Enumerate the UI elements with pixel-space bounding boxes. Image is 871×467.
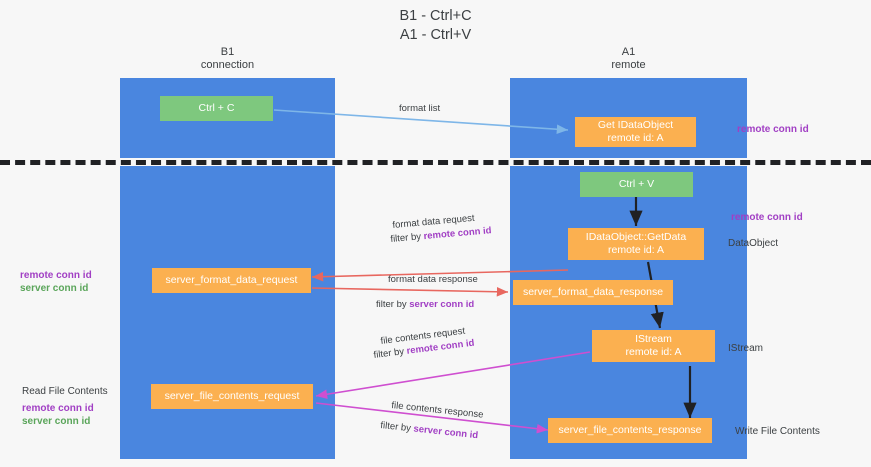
arrow-format-data-response bbox=[311, 286, 509, 297]
node-istream-line1: IStream bbox=[635, 333, 672, 345]
node-server-file-contents-response[interactable]: server_file_contents_response bbox=[548, 418, 712, 443]
lane-a1-bottom bbox=[510, 166, 747, 459]
node-ctrl-v-label: Ctrl + V bbox=[618, 178, 655, 190]
title-line-1: B1 - Ctrl+C bbox=[399, 8, 472, 24]
node-get-idataobject-line1: Get IDataObject bbox=[597, 119, 674, 131]
node-getdata-line1: IDataObject::GetData bbox=[585, 231, 687, 243]
node-server-file-contents-request-label: server_file_contents_request bbox=[164, 390, 300, 402]
node-server-format-data-request[interactable]: server_format_data_request bbox=[152, 268, 311, 293]
column-a1-name: A1 bbox=[621, 46, 636, 58]
filter-prefix-4: filter by bbox=[379, 420, 415, 435]
node-ctrl-v[interactable]: Ctrl + V bbox=[580, 172, 693, 197]
filter-prefix-3: filter by bbox=[373, 345, 408, 361]
annotation-left-remote-conn-id-2: remote conn id bbox=[22, 403, 94, 414]
filter-prefix-2: filter by bbox=[376, 299, 410, 310]
annotation-remote-conn-id-top: remote conn id bbox=[737, 124, 809, 135]
node-server-format-data-request-label: server_format_data_request bbox=[165, 274, 298, 286]
node-get-idataobject[interactable]: Get IDataObject remote id: A bbox=[575, 117, 696, 147]
phase-divider bbox=[0, 160, 871, 165]
diagram-title: B1 - Ctrl+C A1 - Ctrl+V bbox=[0, 7, 871, 45]
edge-label-format-data-response: format data response bbox=[388, 274, 478, 285]
column-header-b1: B1 connection bbox=[120, 46, 335, 72]
filter-key-server-conn-id-1: server conn id bbox=[409, 299, 475, 310]
annotation-istream: IStream bbox=[728, 343, 764, 354]
annotation-read-file-contents: Read File Contents bbox=[22, 386, 108, 397]
node-get-idataobject-line2: remote id: A bbox=[607, 132, 664, 144]
node-ctrl-c-label: Ctrl + C bbox=[198, 102, 235, 114]
node-server-format-data-response-label: server_format_data_response bbox=[522, 286, 664, 298]
annotation-left-remote-conn-id: remote conn id bbox=[20, 270, 92, 281]
column-a1-role: remote bbox=[611, 59, 646, 71]
lane-b1-bottom bbox=[120, 166, 335, 459]
node-getdata-line2: remote id: A bbox=[607, 244, 665, 256]
filter-prefix-1: filter by bbox=[390, 231, 425, 245]
annotation-write-file-contents: Write File Contents bbox=[735, 426, 820, 437]
annotation-left-server-conn-id-2: server conn id bbox=[22, 416, 91, 427]
column-header-a1: A1 remote bbox=[510, 46, 747, 72]
node-server-file-contents-response-label: server_file_contents_response bbox=[558, 424, 702, 436]
edge-label-file-contents-response: file contents response bbox=[390, 400, 484, 421]
column-b1-role: connection bbox=[200, 59, 255, 71]
edge-label-file-contents-response-filter: filter by server conn id bbox=[380, 420, 479, 442]
node-server-file-contents-request[interactable]: server_file_contents_request bbox=[151, 384, 313, 409]
column-b1-name: B1 bbox=[220, 46, 235, 58]
node-idataobject-getdata[interactable]: IDataObject::GetData remote id: A bbox=[568, 228, 704, 260]
node-server-format-data-response[interactable]: server_format_data_response bbox=[513, 280, 673, 305]
edge-label-format-list: format list bbox=[399, 103, 441, 114]
annotation-left-server-conn-id: server conn id bbox=[20, 283, 89, 294]
edge-label-format-data-response-filter: filter by server conn id bbox=[376, 299, 474, 311]
annotation-dataobject: DataObject bbox=[728, 238, 779, 249]
node-ctrl-c[interactable]: Ctrl + C bbox=[160, 96, 273, 121]
filter-key-server-conn-id-2: server conn id bbox=[412, 423, 479, 442]
node-istream-line2: remote id: A bbox=[625, 346, 682, 358]
node-istream[interactable]: IStream remote id: A bbox=[592, 330, 715, 362]
annotation-remote-conn-id-mid: remote conn id bbox=[731, 212, 803, 223]
title-line-2: A1 - Ctrl+V bbox=[399, 27, 472, 43]
